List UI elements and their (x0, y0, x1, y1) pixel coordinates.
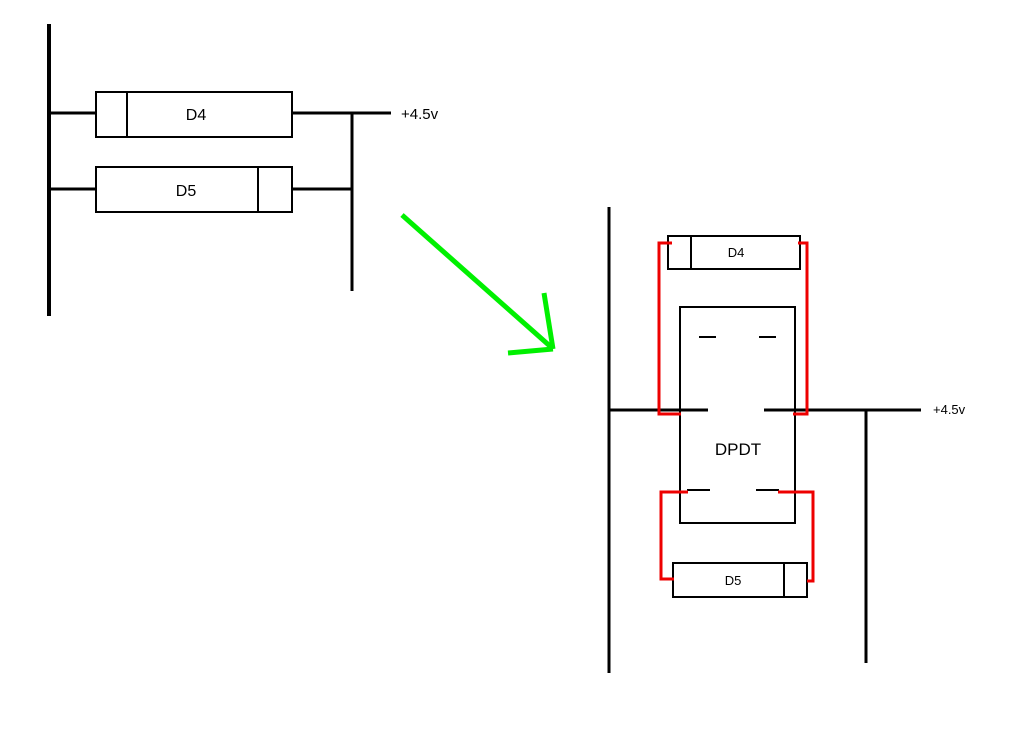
after-d4-label: D4 (728, 245, 745, 260)
before-d4-label: D4 (186, 107, 207, 124)
rewire-d4-right-red-wire (793, 241, 809, 416)
arrow-head-upper-barb (541, 292, 556, 350)
after-circuit: D4 DPDT +4.5v D5 (607, 207, 966, 673)
arrow-shaft (400, 213, 553, 349)
rewire-d4-left-red-wire (657, 241, 681, 416)
transformation-arrow (400, 213, 556, 356)
dpdt-switch-label: DPDT (715, 440, 761, 459)
before-supply-label: +4.5v (401, 106, 439, 123)
rewire-d5-right-red-wire (778, 490, 815, 583)
before-d5-label: D5 (176, 183, 197, 200)
rewire-d5-left-red-wire (659, 490, 688, 581)
dpdt-switch-body (679, 306, 796, 524)
before-circuit: D4 +4.5v D5 (47, 24, 439, 316)
arrow-head-lower-barb (507, 346, 554, 356)
after-supply-label: +4.5v (933, 402, 966, 417)
after-d5-label: D5 (725, 573, 742, 588)
